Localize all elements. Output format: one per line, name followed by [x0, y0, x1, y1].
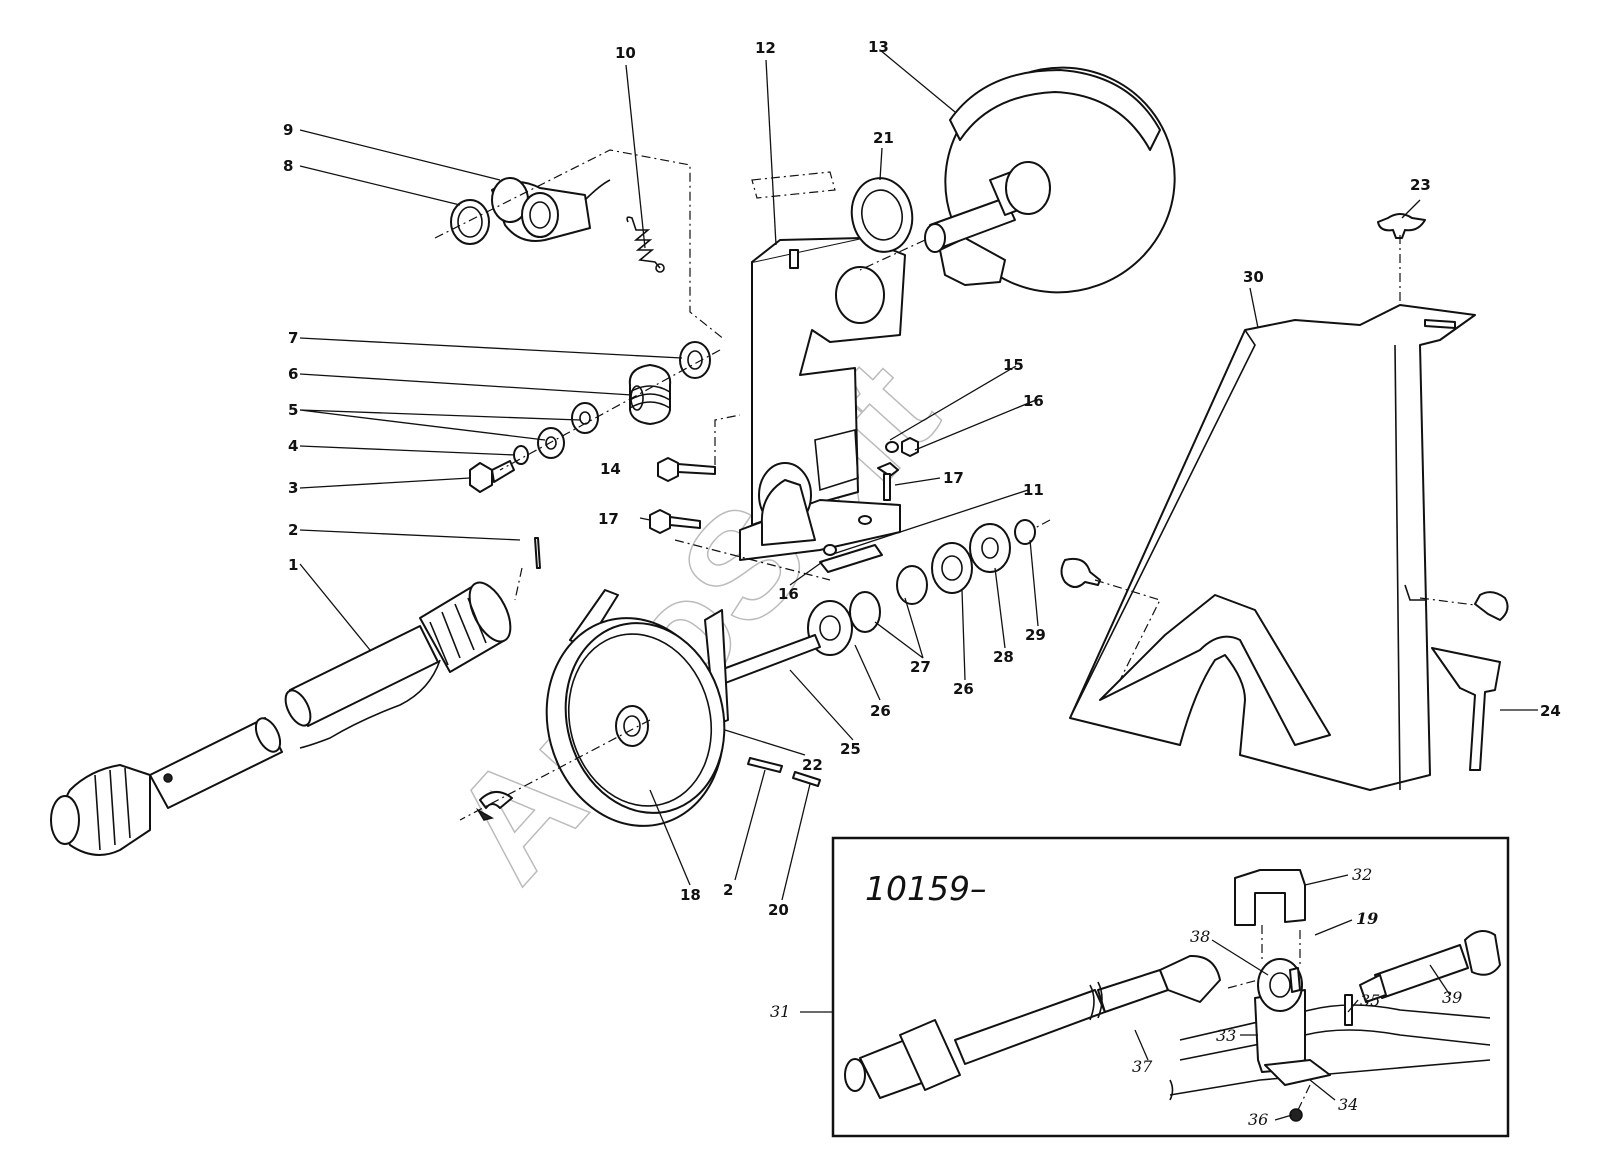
- callout-1: 1: [288, 556, 298, 574]
- callout-2-lower: 2: [723, 881, 733, 899]
- callout-7: 7: [288, 329, 298, 347]
- pulley-wheel: [545, 617, 726, 827]
- retaining-ring: [450, 199, 490, 245]
- callout-19: 19: [1356, 909, 1378, 928]
- callout-16: 16: [1023, 392, 1044, 410]
- callout-37: 37: [1132, 1057, 1153, 1076]
- callout-39: 39: [1442, 988, 1462, 1007]
- callout-14: 14: [600, 460, 621, 478]
- callout-29: 29: [1025, 626, 1046, 644]
- flange-gasket: [850, 177, 914, 253]
- callout-34: 34: [1338, 1095, 1358, 1114]
- callout-12: 12: [755, 39, 776, 57]
- inset-title: 10159–: [865, 869, 986, 908]
- callout-27: 27: [910, 658, 931, 676]
- inset-panel: [800, 836, 1510, 1138]
- inset-guard-cap: [1234, 869, 1306, 926]
- callout-16-lower: 16: [778, 585, 799, 603]
- callout-38: 38: [1190, 927, 1210, 946]
- callout-23: 23: [1410, 176, 1431, 194]
- washers: [537, 402, 599, 459]
- tensioner-arm: [491, 177, 611, 242]
- callout-33: 33: [1216, 1026, 1236, 1045]
- bolt-14: [657, 457, 716, 482]
- callout-9: 9: [283, 121, 293, 139]
- tension-spring: [626, 216, 665, 273]
- callout-28: 28: [993, 648, 1014, 666]
- callout-3: 3: [288, 479, 298, 497]
- inset-bearing-support: [1254, 958, 1353, 1122]
- callout-17-left: 17: [598, 510, 619, 528]
- callout-31: 31: [770, 1002, 790, 1021]
- callout-4: 4: [288, 437, 298, 455]
- callout-6: 6: [288, 365, 298, 383]
- inset-driveshaft: [844, 954, 1221, 1099]
- callout-leaders: [299, 49, 1538, 901]
- knob-left: [1060, 557, 1101, 588]
- callout-13: 13: [868, 38, 889, 56]
- callout-25: 25: [840, 740, 861, 758]
- pins-2-20: [747, 757, 821, 787]
- callout-24: 24: [1540, 702, 1561, 720]
- blower-housing: [924, 66, 1176, 294]
- callout-2: 2: [288, 521, 298, 539]
- callout-26-left: 26: [870, 702, 891, 720]
- knob-23: [1377, 213, 1426, 239]
- callout-numbers: 1 2 3 4 5 6 7 8 9 10 12 13 21 15 16 17 1…: [283, 38, 1561, 1129]
- callout-15: 15: [1003, 356, 1024, 374]
- pto-drive-shaft: [50, 581, 512, 856]
- knob-right: [1474, 591, 1509, 621]
- clip-24: [1431, 647, 1501, 771]
- inset-leaders: [800, 874, 1451, 1121]
- mounting-pin-bracket: [751, 171, 836, 199]
- cotter-pin-upper: [534, 537, 541, 569]
- hex-bolt: [469, 460, 515, 493]
- callout-26-right: 26: [953, 680, 974, 698]
- callout-20: 20: [768, 901, 789, 919]
- bolt-17-right: [877, 462, 899, 501]
- callout-18: 18: [680, 886, 701, 904]
- callout-17: 17: [943, 469, 964, 487]
- inset-short-shaft: [1359, 930, 1501, 1003]
- callout-21: 21: [873, 129, 894, 147]
- callout-36: 36: [1248, 1110, 1268, 1129]
- callout-22: 22: [802, 756, 823, 774]
- callout-8: 8: [283, 157, 293, 175]
- assembly-axis-lines: [434, 149, 1476, 821]
- bolt-17-left: [649, 509, 701, 534]
- bushing: [679, 341, 711, 379]
- stand-support: [760, 479, 816, 546]
- callout-10: 10: [615, 44, 636, 62]
- nuts-15-16: [885, 437, 919, 457]
- callout-5: 5: [288, 401, 298, 419]
- compression-spring: [628, 364, 672, 425]
- guard-cover: [1069, 304, 1476, 791]
- rotation-arrow-icon: [475, 791, 513, 821]
- callout-11: 11: [1023, 481, 1044, 499]
- callout-35: 35: [1360, 991, 1380, 1010]
- callout-30: 30: [1243, 268, 1264, 286]
- callout-32: 32: [1352, 865, 1372, 884]
